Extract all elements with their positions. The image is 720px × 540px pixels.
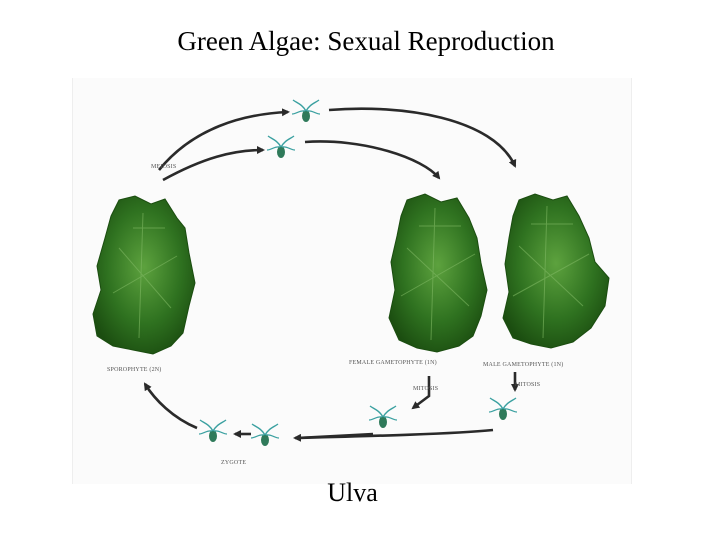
zygote-label: ZYGOTE <box>221 460 246 466</box>
cycle-arrows <box>143 107 519 442</box>
spore-icon <box>291 99 321 123</box>
male-gametophyte-thallus <box>502 193 610 349</box>
zygote-icon <box>250 423 280 447</box>
page-title: Green Algae: Sexual Reproduction <box>177 26 555 56</box>
spore-icon <box>266 135 296 159</box>
diagram-caption: Ulva <box>327 478 378 507</box>
diagram-panel: MEIOSIS SPOROPHYTE (2N) FEMALE GAMETOPHY… <box>72 78 632 484</box>
male-gametophyte-label: MALE GAMETOPHYTE (1N) <box>483 361 563 368</box>
mitosis-male-label: MITOSIS <box>515 382 540 388</box>
gamete-icon <box>488 397 518 421</box>
sporophyte-thallus <box>92 195 196 355</box>
zygote-icon <box>198 419 228 443</box>
meiosis-label: MEIOSIS <box>151 164 176 170</box>
sporophyte-label: SPOROPHYTE (2N) <box>107 366 162 373</box>
female-gametophyte-thallus <box>388 193 488 353</box>
female-gametophyte-label: FEMALE GAMETOPHYTE (1N) <box>349 359 437 366</box>
mitosis-female-label: MITOSIS <box>413 386 438 392</box>
gamete-icon <box>368 405 398 429</box>
life-cycle-diagram: MEIOSIS SPOROPHYTE (2N) FEMALE GAMETOPHY… <box>92 99 610 466</box>
